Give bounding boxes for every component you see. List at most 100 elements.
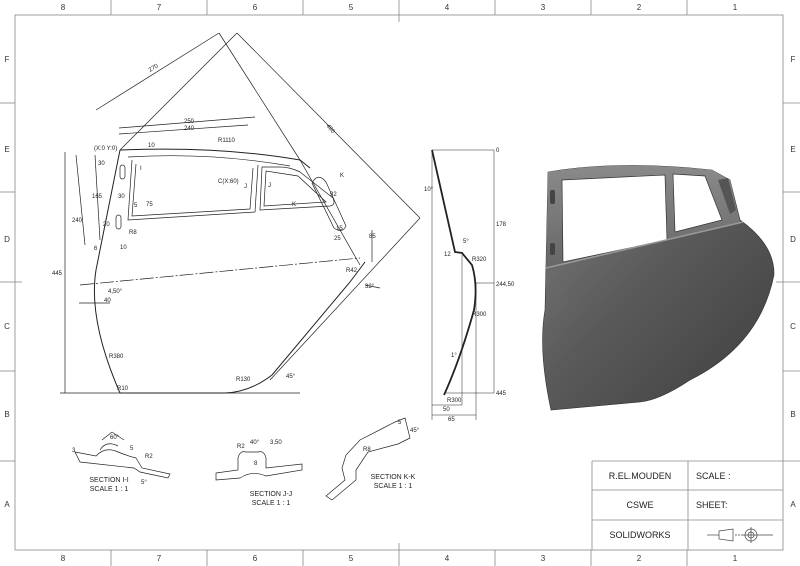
dim-5: 5 bbox=[134, 203, 138, 209]
section-i-dim-3: 3 bbox=[72, 448, 76, 454]
section-i-title: SECTION I-I bbox=[89, 477, 129, 484]
dim-6: 6 bbox=[94, 246, 98, 252]
zone-row-d-right: D bbox=[790, 235, 796, 244]
zone-col-6-bottom: 6 bbox=[252, 554, 258, 563]
section-j-dim-40deg: 40° bbox=[250, 440, 260, 446]
section-j-dim-3-50: 3,50 bbox=[270, 440, 282, 446]
zone-col-5: 5 bbox=[348, 3, 354, 12]
dim-178: 178 bbox=[496, 222, 507, 228]
dim-r320: R320 bbox=[472, 257, 487, 263]
dim-20: 20 bbox=[103, 222, 110, 228]
section-marker-j1: J bbox=[244, 184, 247, 190]
dim-r8: R8 bbox=[129, 230, 137, 236]
dim-480: 480 bbox=[324, 123, 335, 135]
dim-40: 40 bbox=[104, 298, 111, 304]
dim-10b: 10 bbox=[120, 245, 127, 251]
dim-5deg: 5° bbox=[463, 239, 469, 245]
dim-10: 10 bbox=[148, 143, 155, 149]
zone-col-7: 7 bbox=[156, 3, 162, 12]
section-marker-i: I bbox=[140, 166, 142, 172]
zone-row-b-right: B bbox=[790, 410, 796, 419]
sheet-label: SHEET: bbox=[696, 500, 728, 510]
zone-col-4-bottom: 4 bbox=[444, 554, 450, 563]
section-k-dim-5: 5 bbox=[398, 420, 402, 426]
zone-col-1: 1 bbox=[732, 3, 738, 12]
section-i-scale: SCALE 1 : 1 bbox=[89, 486, 129, 493]
dim-r130: R130 bbox=[236, 377, 251, 383]
dim-45deg: 45° bbox=[286, 374, 296, 380]
third-angle-projection-icon bbox=[696, 520, 783, 549]
zone-row-e-right: E bbox=[790, 145, 796, 154]
zone-col-1-bottom: 1 bbox=[732, 554, 738, 563]
dim-50: 50 bbox=[443, 407, 450, 413]
dim-r300b: R300 bbox=[447, 398, 462, 404]
zone-row-d: D bbox=[4, 235, 10, 244]
dim-10deg: 10° bbox=[424, 187, 434, 193]
dim-r380: R380 bbox=[109, 354, 124, 360]
dim-445: 445 bbox=[52, 271, 63, 277]
section-j-dim-8: 8 bbox=[254, 461, 258, 467]
zone-col-3-bottom: 3 bbox=[540, 554, 546, 563]
origin-label: (X:0 Y:0) bbox=[94, 146, 117, 152]
section-j-j bbox=[215, 451, 303, 481]
main-view-dimensions: 270 480 250 240 R1110 (X:0 Y:0) C(X:60) … bbox=[52, 63, 376, 392]
section-j-label: SECTION J-J SCALE 1 : 1 bbox=[236, 490, 306, 508]
section-j-title: SECTION J-J bbox=[249, 491, 293, 498]
zone-col-2: 2 bbox=[636, 3, 642, 12]
title-block-frame bbox=[591, 460, 783, 550]
section-i-dim-60deg: 60° bbox=[110, 435, 120, 441]
dim-240: 240 bbox=[184, 126, 195, 132]
section-k-dim-r8: R8 bbox=[363, 447, 371, 453]
title-block: R.EL.MOUDEN SCALE : CSWE SHEET: SOLIDWOR… bbox=[592, 461, 783, 549]
section-i-label: SECTION I-I SCALE 1 : 1 bbox=[74, 476, 144, 494]
zone-row-f-right: F bbox=[790, 55, 796, 64]
section-k-label: SECTION K-K SCALE 1 : 1 bbox=[358, 473, 428, 491]
dim-r10: R10 bbox=[117, 386, 129, 392]
zone-col-8-bottom: 8 bbox=[60, 554, 66, 563]
dim-15: 15 bbox=[336, 226, 343, 232]
door-side-view bbox=[431, 149, 495, 420]
dim-65: 65 bbox=[448, 417, 455, 423]
dim-1deg: 1° bbox=[451, 353, 457, 359]
dim-30a: 30 bbox=[98, 161, 105, 167]
zone-col-4: 4 bbox=[444, 3, 450, 12]
dim-25: 25 bbox=[334, 236, 341, 242]
dim-12: 12 bbox=[444, 252, 451, 258]
dim-445-side: 445 bbox=[496, 391, 507, 397]
dim-450deg: 4,50° bbox=[108, 289, 123, 295]
zone-row-b: B bbox=[4, 410, 10, 419]
section-i-dim-r2: R2 bbox=[145, 454, 153, 460]
zone-col-7-bottom: 7 bbox=[156, 554, 162, 563]
zone-col-3: 3 bbox=[540, 3, 546, 12]
door-3d-render bbox=[542, 165, 775, 411]
zone-col-5-bottom: 5 bbox=[348, 554, 354, 563]
section-k-title: SECTION K-K bbox=[370, 474, 416, 481]
zone-row-e: E bbox=[4, 145, 10, 154]
section-marker-j2: J bbox=[268, 183, 271, 189]
dim-r42: R42 bbox=[346, 268, 358, 274]
dim-92: 92 bbox=[330, 192, 337, 198]
zone-row-a-right: A bbox=[790, 500, 796, 509]
zone-row-c: C bbox=[4, 322, 10, 331]
section-dimensions: 60° 5 R2 3 5° R2 40° 3,50 8 R8 5 45° bbox=[72, 420, 420, 486]
dim-r1110: R1110 bbox=[218, 138, 235, 144]
dim-250: 250 bbox=[184, 119, 195, 125]
section-i-dim-5: 5 bbox=[130, 446, 134, 452]
dim-30b: 30 bbox=[118, 194, 125, 200]
dim-85: 85 bbox=[369, 234, 376, 240]
zone-row-f: F bbox=[4, 55, 10, 64]
section-marker-k2: K bbox=[340, 173, 344, 179]
center-label: C(X:60) bbox=[218, 179, 239, 185]
dim-270: 270 bbox=[148, 63, 160, 74]
dim-32deg: 32° bbox=[365, 284, 375, 290]
side-view-dimensions: 0 10° 178 5° 12 R320 244,50 R300 1° 445 … bbox=[424, 148, 515, 423]
scale-label: SCALE : bbox=[696, 470, 731, 481]
section-k-dim-45deg: 45° bbox=[410, 428, 420, 434]
author-name: R.EL.MOUDEN bbox=[608, 470, 672, 481]
section-j-scale: SCALE 1 : 1 bbox=[251, 500, 291, 507]
section-k-k bbox=[325, 417, 411, 501]
zone-col-2-bottom: 2 bbox=[636, 554, 642, 563]
software-name: SOLIDWORKS bbox=[609, 529, 671, 540]
dim-r300a: R300 bbox=[472, 312, 487, 318]
